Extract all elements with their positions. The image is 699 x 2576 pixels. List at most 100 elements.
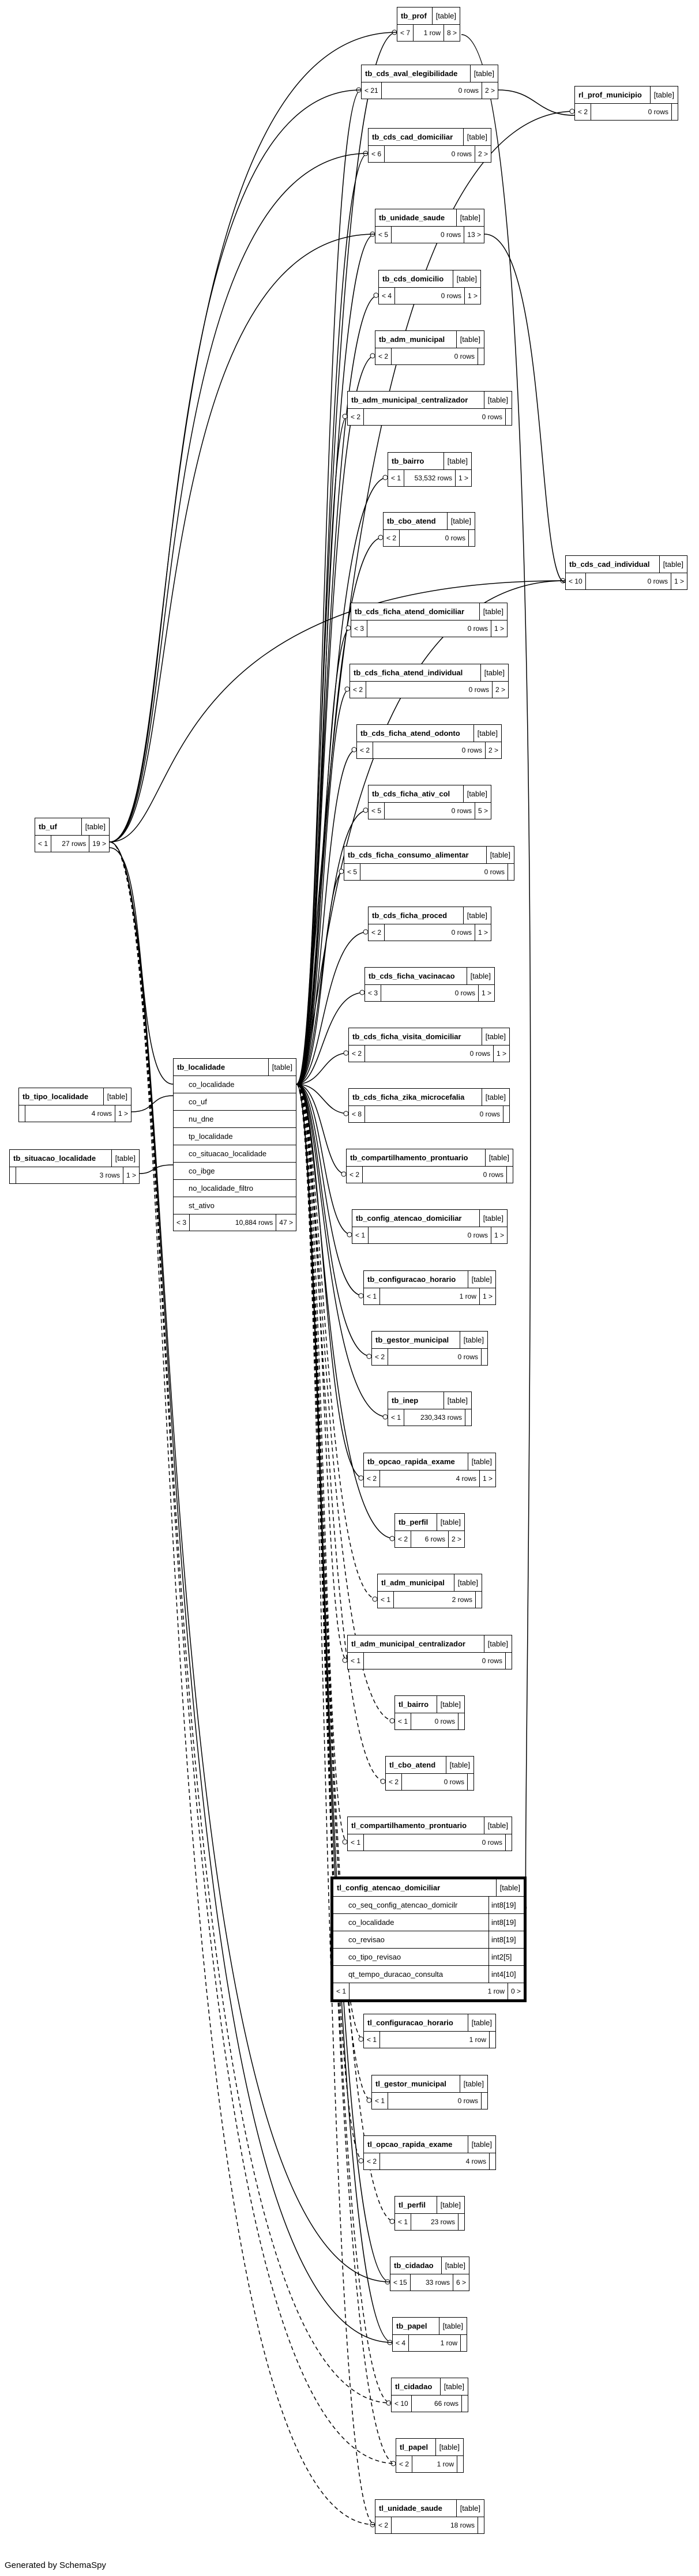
parents-count: < 1 <box>388 470 405 486</box>
field-row: co_situacao_localidade <box>174 1145 296 1163</box>
table-name: tb_cds_ficha_vacinacao <box>369 972 455 980</box>
parents-count: < 2 <box>386 1774 403 1790</box>
parents-count: < 2 <box>364 2153 381 2169</box>
field-name: co_situacao_localidade <box>189 1149 267 1158</box>
table-name: tb_cds_ficha_proced <box>372 911 448 920</box>
parents-count: < 2 <box>348 409 364 425</box>
table-name: tl_opcao_rapida_exame <box>367 2140 453 2149</box>
relation-line <box>296 1084 364 1296</box>
children-count: 1 > <box>126 1171 136 1179</box>
children-count <box>490 2153 495 2169</box>
table-name: tb_cds_ficha_zika_microcefalia <box>352 1093 465 1101</box>
row-count: 0 rows <box>411 1713 459 1729</box>
relation-line <box>296 1084 348 1842</box>
table-type: [table] <box>445 1757 473 1773</box>
parents-count: < 5 <box>369 803 385 819</box>
table-name: tb_cds_ficha_atend_individual <box>354 668 463 677</box>
table-tb_cds_ficha_visita_domiciliar[interactable]: tb_cds_ficha_visita_domiciliar[table]< 2… <box>348 1028 510 1062</box>
relation-line <box>296 1084 375 2525</box>
parents-count: < 2 <box>357 742 374 758</box>
table-tb_cds_ficha_consumo_alimentar[interactable]: tb_cds_ficha_consumo_alimentar[table]< 5… <box>344 846 514 881</box>
table-name: tb_cds_cad_domiciliar <box>372 133 453 141</box>
row-count: 0 rows <box>388 2093 482 2109</box>
row-count: 1 row <box>380 2032 490 2048</box>
children-count <box>478 348 484 364</box>
table-tl_compartilhamento_prontuario[interactable]: tl_compartilhamento_prontuario[table]< 1… <box>347 1817 512 1851</box>
row-count: 0 rows <box>365 1106 503 1122</box>
table-type: [table] <box>441 2257 469 2274</box>
relation-end <box>358 2036 364 2042</box>
children-count <box>508 864 514 880</box>
row-count: 0 rows <box>363 1167 507 1183</box>
table-type: [table] <box>443 1392 471 1409</box>
relation-line <box>296 1084 349 1114</box>
relation-line <box>296 153 369 1085</box>
relation-line <box>296 1084 364 1479</box>
table-type: [table] <box>463 907 491 924</box>
table-type: [table] <box>483 1817 512 1834</box>
table-name: tl_compartilhamento_prontuario <box>351 1821 467 1830</box>
parents-count: < 2 <box>364 1471 381 1487</box>
row-count: 0 rows <box>360 864 508 880</box>
row-count: 0 rows <box>366 682 493 698</box>
row-count: 0 rows <box>586 573 671 589</box>
parents-count: < 2 <box>349 1046 366 1062</box>
row-count: 18 rows <box>392 2517 478 2533</box>
parents-count: < 10 <box>392 2396 412 2412</box>
parents-count: < 3 <box>174 1214 190 1231</box>
table-name: tb_gestor_municipal <box>375 1336 449 1344</box>
table-tl_config_atencao_domiciliar[interactable]: tl_config_atencao_domiciliar[table] co_s… <box>330 1876 527 2002</box>
relation-line <box>296 689 350 1085</box>
table-tb_adm_municipal_centralizador[interactable]: tb_adm_municipal_centralizador[table]< 2… <box>347 391 512 426</box>
table-tl_adm_municipal_centralizador[interactable]: tl_adm_municipal_centralizador[table]< 1… <box>347 1635 512 1669</box>
relation-line <box>109 847 174 1085</box>
children-count <box>459 1713 464 1729</box>
table-tb_compartilhamento_prontuario[interactable]: tb_compartilhamento_prontuario[table]< 2… <box>346 1149 513 1183</box>
table-type: [table] <box>436 1514 464 1530</box>
table-type: [table] <box>481 1028 509 1045</box>
field-row: co_uf <box>174 1093 296 1111</box>
table-tb_cds_ficha_zika_microcefalia[interactable]: tb_cds_ficha_zika_microcefalia[table]< 8… <box>348 1088 510 1123</box>
table-type: [table] <box>481 1089 509 1105</box>
parents-count: < 2 <box>395 1531 412 1547</box>
